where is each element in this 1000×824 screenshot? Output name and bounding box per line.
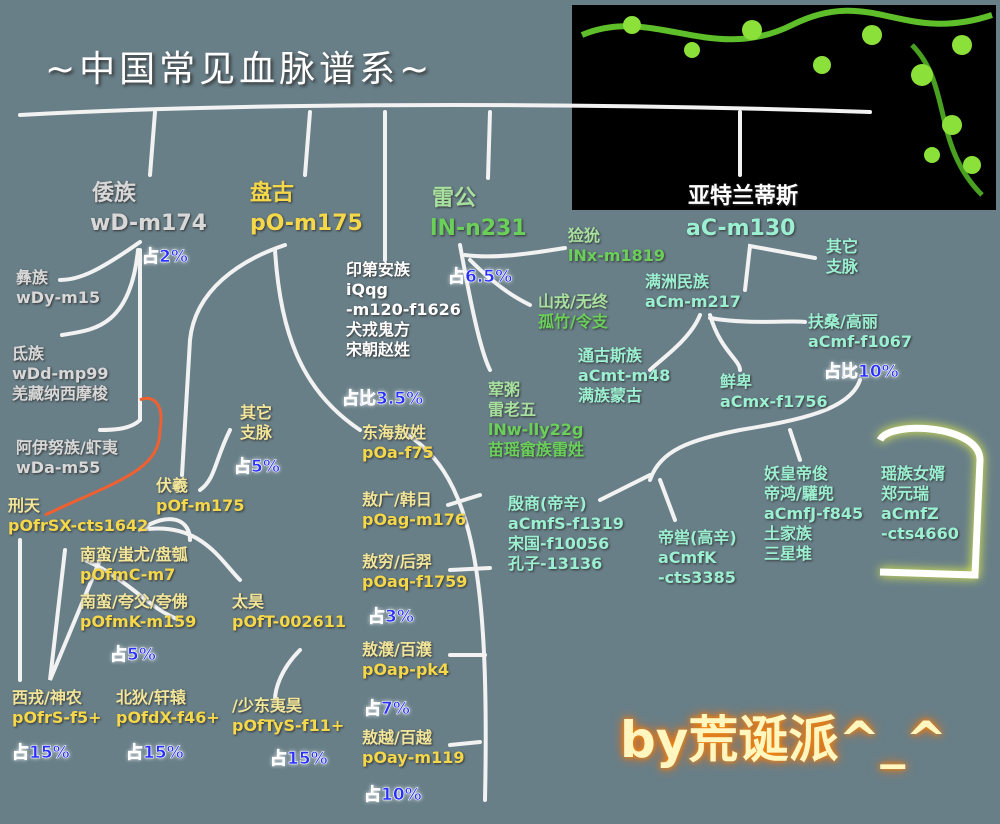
node-diku: 帝喾(高辛)aCmfK-cts3385	[658, 528, 737, 587]
node-xirong-percent: 占15%	[12, 743, 70, 764]
root-pO-code: pO-m175	[250, 211, 363, 236]
node-shanrong: 山戎/无终孤竹/令支	[538, 292, 608, 331]
node-fusang-percent: 占比10%	[824, 362, 899, 383]
root-lN-name: 雷公	[432, 186, 477, 211]
node-nanman-percent: 占5%	[110, 645, 156, 666]
node-shaodong-percent: 占15%	[270, 749, 328, 770]
node-other-po-percent: 占5%	[234, 457, 280, 478]
root-wD-name: 倭族	[92, 181, 137, 206]
node-aoqiong-percent: 占3%	[368, 607, 414, 628]
node-aopu-percent: 占7%	[364, 699, 410, 720]
node-aoyue-percent: 占10%	[364, 785, 422, 806]
node-other-ac: 其它支脉	[826, 237, 859, 276]
root-aC-code: aC-m130	[686, 216, 796, 241]
node-other-po: 其它支脉	[240, 403, 273, 442]
root-wD-percent: 占2%	[142, 247, 188, 268]
vine-leaves-icon	[580, 7, 993, 197]
root-aC-name: 亚特兰蒂斯	[688, 184, 799, 209]
node-beidi-percent: 占15%	[126, 743, 184, 764]
root-pO-name: 盘古	[250, 181, 295, 206]
page-title: ~中国常见血脉谱系~	[45, 49, 434, 90]
root-lN-percent: 占6.5%	[448, 267, 513, 288]
root-lN-code: lN-n231	[430, 216, 527, 241]
author-signature: by荒诞派^_^	[620, 711, 948, 769]
node-iqqg-percent: 占比3.5%	[342, 389, 424, 410]
root-wD-code: wD-m174	[90, 211, 207, 236]
